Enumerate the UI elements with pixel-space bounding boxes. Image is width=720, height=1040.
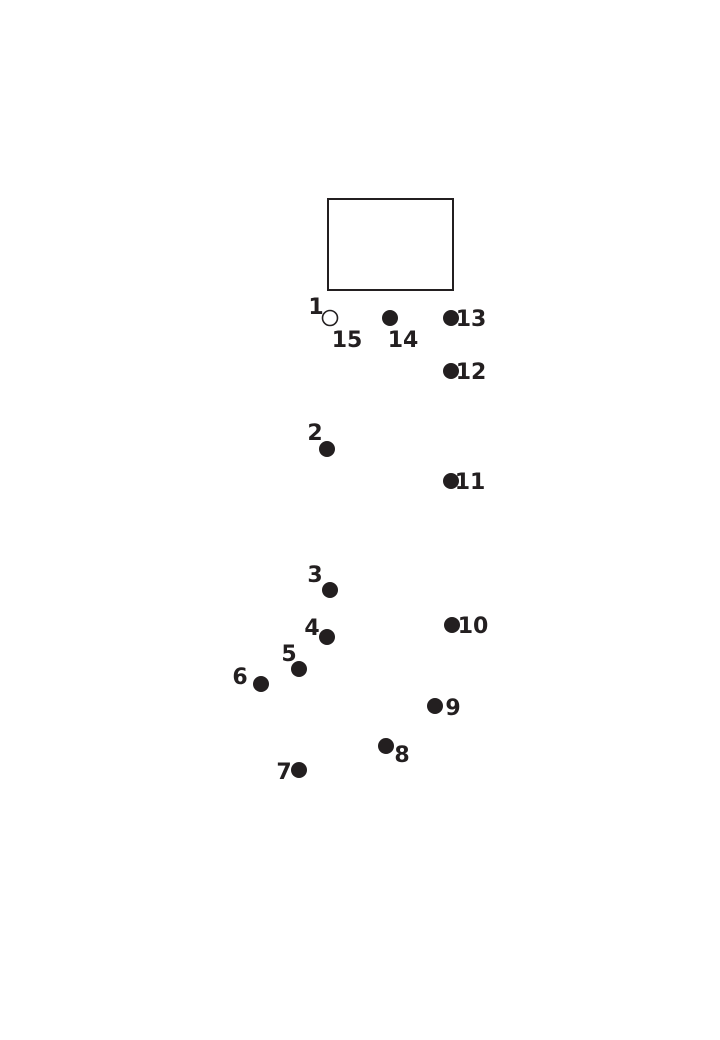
filled-dot — [291, 762, 307, 778]
filled-dot — [444, 617, 460, 633]
dot-10: 10 — [444, 614, 488, 639]
dot-2: 2 — [307, 421, 335, 457]
dot-5: 5 — [281, 642, 307, 677]
dot-9: 9 — [427, 696, 461, 721]
filled-dot — [319, 441, 335, 457]
dot-11: 11 — [443, 470, 485, 495]
dot-label: 12 — [456, 360, 487, 385]
dot-label-start: 1 — [308, 295, 323, 320]
dot-8: 8 — [378, 738, 410, 768]
dot-label: 3 — [307, 563, 322, 588]
dot-6: 6 — [232, 665, 269, 692]
filled-dot — [291, 661, 307, 677]
dot-label: 10 — [458, 614, 489, 639]
dot-label: 7 — [276, 760, 291, 785]
dot-15: 15 — [321, 309, 363, 353]
dot-label: 15 — [332, 328, 363, 353]
filled-dot — [322, 582, 338, 598]
dot-4: 4 — [304, 616, 335, 645]
dots-layer: 2 3 45 6 7 8 9 10 11 12 13 14 15 — [232, 307, 488, 785]
dot-label: 2 — [307, 421, 322, 446]
dot-3: 3 — [307, 563, 338, 598]
dot-7: 7 — [276, 760, 307, 785]
dot-14: 14 — [382, 310, 418, 353]
dot-label: 11 — [455, 470, 486, 495]
filled-dot — [319, 629, 335, 645]
hollow-dot — [321, 309, 339, 327]
dot-13: 13 — [443, 307, 486, 332]
dot-label: 9 — [445, 696, 460, 721]
filled-dot — [427, 698, 443, 714]
filled-dot — [443, 310, 459, 326]
dot-12: 12 — [443, 360, 486, 385]
filled-dot — [253, 676, 269, 692]
dot-label: 6 — [232, 665, 247, 690]
hat-box — [327, 198, 454, 291]
filled-dot — [378, 738, 394, 754]
dot-label: 14 — [388, 328, 419, 353]
dot-label: 13 — [456, 307, 487, 332]
dot-label: 8 — [394, 743, 409, 768]
dot-label: 5 — [281, 642, 296, 667]
filled-dot — [443, 473, 459, 489]
filled-dot — [382, 310, 398, 326]
dot-label: 4 — [304, 616, 319, 641]
filled-dot — [443, 363, 459, 379]
